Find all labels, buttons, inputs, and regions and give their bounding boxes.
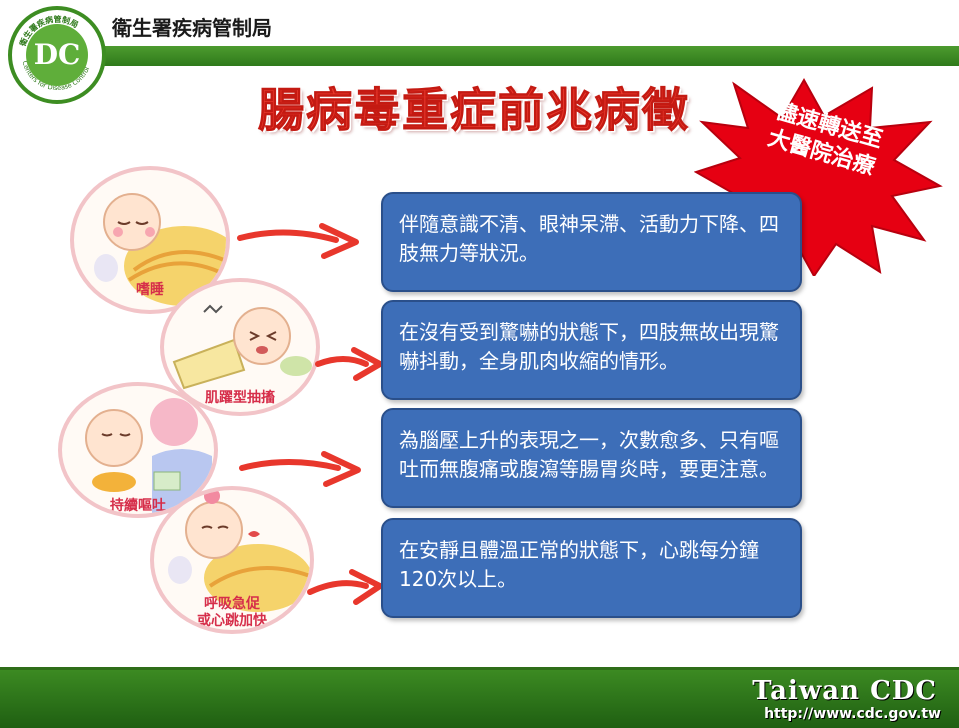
starburst-shape <box>694 77 943 276</box>
symptom-illustration-myoclonic: 肌躍型抽搐 <box>160 278 320 416</box>
symptom-label-breathing-line2: 或心跳加快 <box>197 613 267 629</box>
symptom-label-drowsy: 嗜睡 <box>136 282 164 298</box>
logo-letters: DC <box>26 24 88 86</box>
page-title: 腸病毒重症前兆病徵 <box>258 83 690 138</box>
symptom-label-vomiting: 持續嘔吐 <box>110 498 166 514</box>
symptom-desc-drowsy: 伴隨意識不清、眼神呆滯、活動力下降、四肢無力等狀況。 <box>381 192 802 292</box>
baby-twitching-icon <box>172 304 312 390</box>
org-name: 衛生署疾病管制局 <box>112 16 272 40</box>
symptom-label-breathing: 呼吸急促 或心跳加快 <box>154 596 310 630</box>
arrow-right-icon <box>237 223 359 259</box>
footer-url[interactable]: http://www.cdc.gov.tw <box>764 706 941 722</box>
arrow-right-icon <box>307 569 383 605</box>
baby-breathing-icon <box>168 490 310 612</box>
symptom-illustration-drowsy: 嗜睡 <box>70 166 230 314</box>
baby-vomiting-icon <box>85 398 212 514</box>
symptom-illustration-breathing: 呼吸急促 或心跳加快 <box>150 486 314 634</box>
cdc-logo: 衛生署疾病管制局 Centers for Disease Control DC <box>8 6 106 104</box>
baby-sleeping-icon <box>94 193 226 306</box>
arrow-right-icon <box>239 451 361 487</box>
header-stripe <box>90 46 959 66</box>
arrow-right-icon <box>315 347 383 381</box>
footer: Taiwan CDC http://www.cdc.gov.tw <box>0 667 959 728</box>
symptom-desc-breathing: 在安靜且體溫正常的狀態下，心跳每分鐘120次以上。 <box>381 518 802 618</box>
symptom-desc-vomiting: 為腦壓上升的表現之一，次數愈多、只有嘔吐而無腹痛或腹瀉等腸胃炎時，要更注意。 <box>381 408 802 508</box>
symptom-desc-myoclonic: 在沒有受到驚嚇的狀態下，四肢無故出現驚嚇抖動，全身肌肉收縮的情形。 <box>381 300 802 400</box>
symptom-label-myoclonic: 肌躍型抽搐 <box>205 390 275 406</box>
starburst <box>694 77 943 276</box>
footer-brand: Taiwan CDC <box>752 676 937 706</box>
symptom-label-breathing-line1: 呼吸急促 <box>204 596 260 612</box>
